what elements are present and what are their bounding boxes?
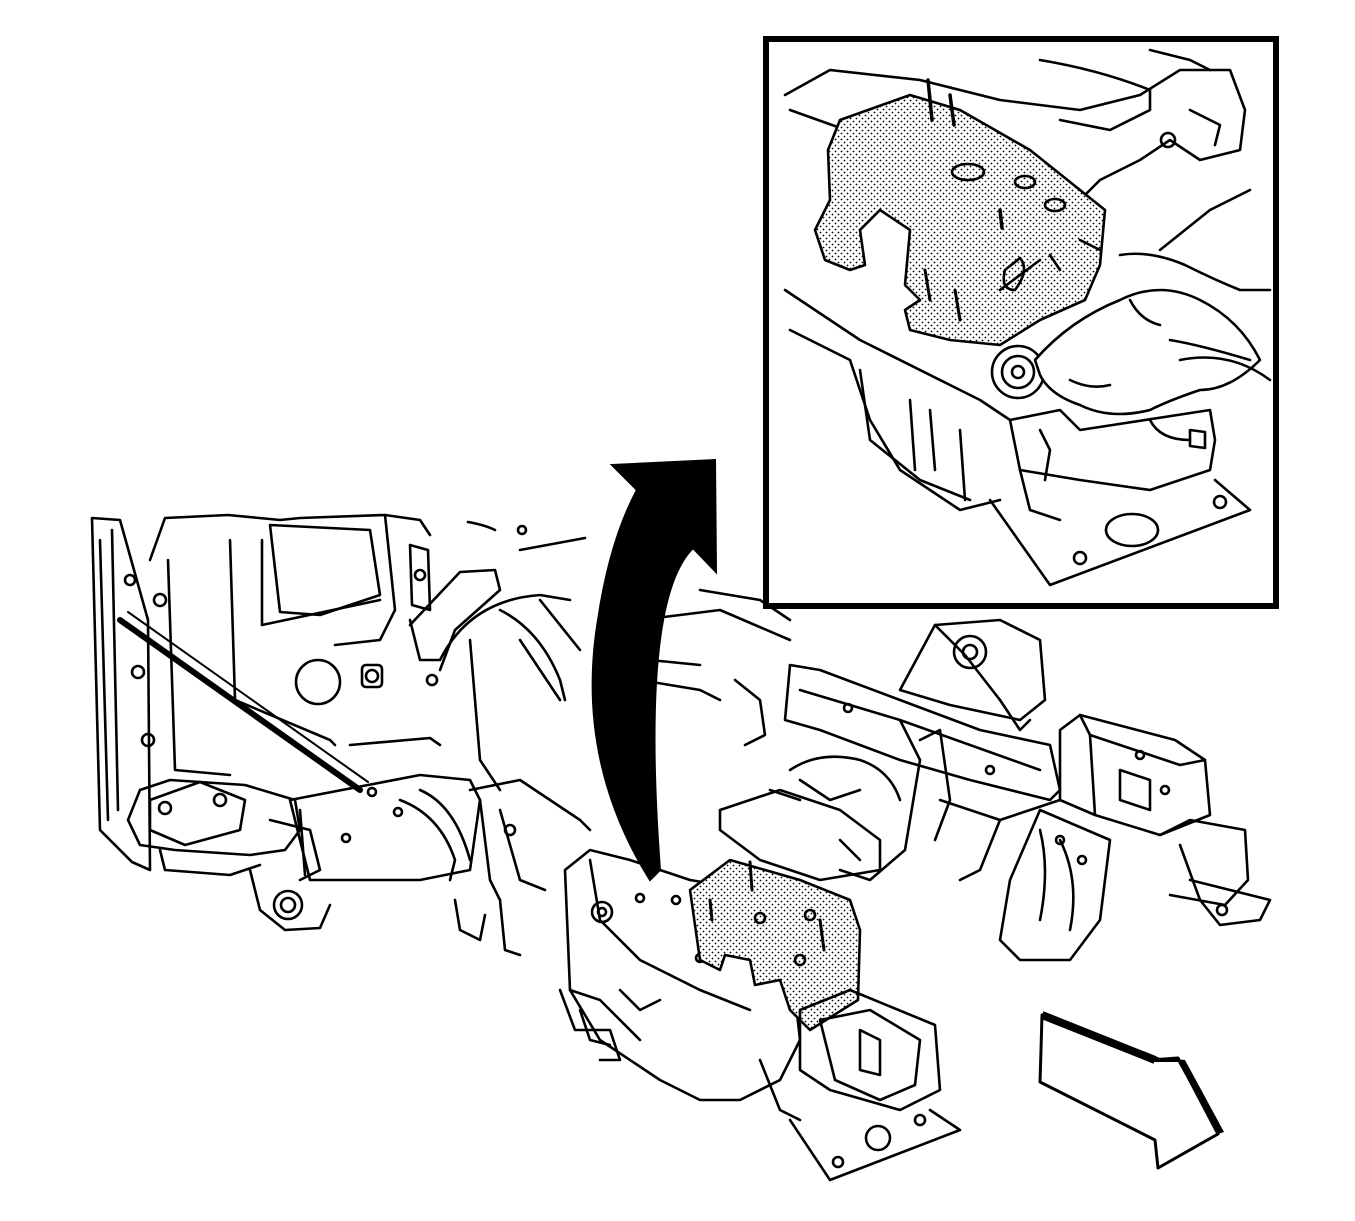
detail-inset <box>763 36 1279 609</box>
bumper-bracket-left <box>758 988 962 1182</box>
frame-rail-left <box>288 773 592 902</box>
wheelhouse-panel <box>408 568 582 792</box>
front-crossmember <box>638 588 1062 882</box>
inner-fender-panel <box>90 513 587 872</box>
bumper-bracket-right <box>998 713 1272 962</box>
highlighted-bracket-main <box>688 858 862 1032</box>
upper-control-arm-bracket-left <box>126 778 332 932</box>
body-mount-bracket-front <box>718 755 902 882</box>
motion-arrow-icon <box>591 458 718 882</box>
forward-direction-arrow-icon <box>1038 1011 1224 1170</box>
upper-control-arm-bracket-right <box>898 618 1047 732</box>
